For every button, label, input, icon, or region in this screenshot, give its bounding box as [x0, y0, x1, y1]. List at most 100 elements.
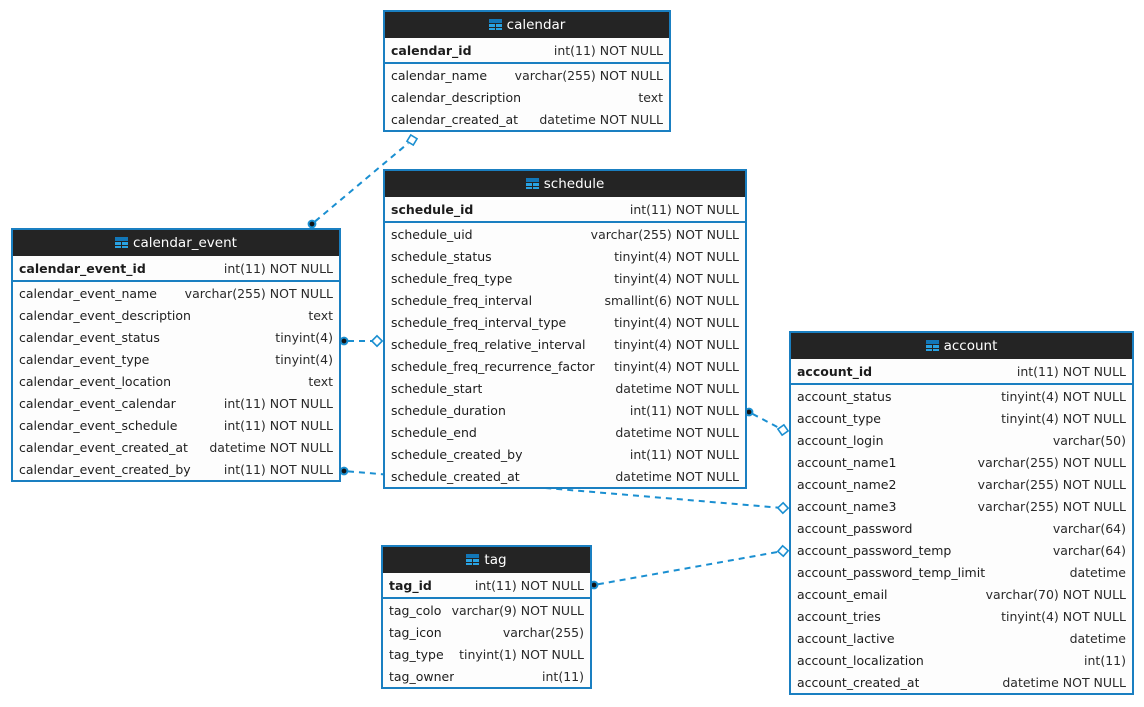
- column-name: account_id: [797, 363, 873, 379]
- relationship-target-diamond-icon: [776, 501, 790, 515]
- column-type: datetime NOT NULL: [615, 424, 739, 440]
- entity-header-schedule[interactable]: schedule: [385, 171, 745, 197]
- column-type: varchar(50): [1052, 432, 1126, 448]
- column-type: tinyint(4) NOT NULL: [614, 336, 739, 352]
- relationship-calendar_event-to-schedule[interactable]: [339, 334, 384, 348]
- column-row[interactable]: schedule_freq_relative_interval tinyint(4…: [385, 333, 745, 355]
- column-type: datetime: [1069, 564, 1126, 580]
- entity-title: account: [943, 338, 998, 354]
- column-row[interactable]: schedule_created_at datetime NOT NULL: [385, 465, 745, 487]
- primary-key-section: calendar_id int(11) NOT NULL: [385, 38, 669, 64]
- entity-header-account[interactable]: account: [791, 333, 1132, 359]
- column-type: varchar(255) NOT NULL: [977, 476, 1126, 492]
- column-name: calendar_id: [391, 42, 472, 58]
- column-type: varchar(9) NOT NULL: [451, 602, 584, 618]
- column-row[interactable]: schedule_end datetime NOT NULL: [385, 421, 745, 443]
- entity-header-tag[interactable]: tag: [383, 547, 590, 573]
- column-name: schedule_end: [391, 424, 477, 440]
- table-icon: [925, 340, 939, 351]
- relationship-target-diamond-icon: [370, 334, 384, 348]
- column-type: varchar(64): [1052, 520, 1126, 536]
- column-name: calendar_event_name: [19, 285, 157, 301]
- column-type: tinyint(4) NOT NULL: [1001, 608, 1126, 624]
- column-name: schedule_freq_type: [391, 270, 513, 286]
- relationship-schedule-to-account[interactable]: [744, 407, 790, 437]
- column-name: account_created_at: [797, 674, 920, 690]
- column-type: tinyint(4) NOT NULL: [614, 248, 739, 264]
- primary-key-row[interactable]: calendar_id int(11) NOT NULL: [385, 38, 669, 62]
- entity-header-calendar_event[interactable]: calendar_event: [13, 230, 339, 256]
- column-type: int(11): [1084, 652, 1126, 668]
- column-name: schedule_freq_relative_interval: [391, 336, 586, 352]
- column-type: datetime NOT NULL: [615, 468, 739, 484]
- column-type: int(11) NOT NULL: [629, 402, 739, 418]
- column-name: schedule_created_at: [391, 468, 520, 484]
- entity-header-calendar[interactable]: calendar: [385, 12, 669, 38]
- column-name: account_password_temp_limit: [797, 564, 986, 580]
- column-type: datetime NOT NULL: [615, 380, 739, 396]
- column-type: varchar(255) NOT NULL: [514, 67, 663, 83]
- relationship-tag-to-account[interactable]: [589, 544, 790, 590]
- column-name: calendar_event_calendar: [19, 395, 176, 411]
- column-name: schedule_freq_interval_type: [391, 314, 567, 330]
- column-row[interactable]: account_password_temp_limit datetime: [791, 561, 1132, 583]
- column-type: tinyint(4): [275, 329, 333, 345]
- column-type: varchar(70) NOT NULL: [985, 586, 1126, 602]
- column-name: schedule_uid: [391, 226, 473, 242]
- entity-title: calendar_event: [133, 235, 237, 251]
- column-name: calendar_event_created_at: [19, 439, 188, 455]
- relationship-source-dot-icon: [339, 336, 349, 346]
- column-type: int(11) NOT NULL: [553, 42, 663, 58]
